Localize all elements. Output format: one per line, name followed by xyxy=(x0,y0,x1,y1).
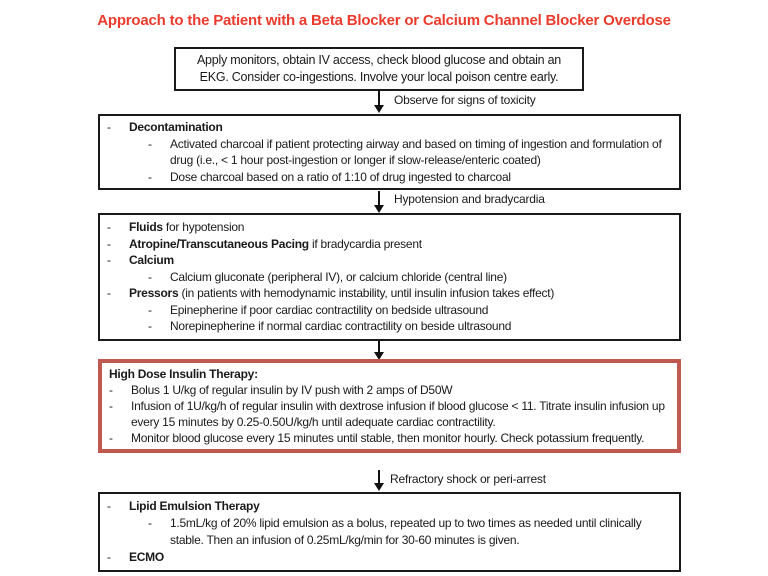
dash-bullet: - xyxy=(148,269,152,284)
dash-bullet: - xyxy=(148,516,152,530)
list-item-norepinepherine: - Norepinepherine if normal cardiac cont… xyxy=(100,318,673,335)
item-text: Monitor blood glucose every 15 minutes u… xyxy=(131,431,645,445)
item-text: Dose charcoal based on a ratio of 1:10 o… xyxy=(170,169,511,184)
dash-bullet: - xyxy=(109,399,113,413)
dash-bullet: - xyxy=(107,253,111,267)
initial-assessment-text: Apply monitors, obtain IV access, check … xyxy=(196,53,562,84)
item-bold-text: Atropine/Transcutaneous Pacing xyxy=(129,236,309,251)
item-text: Infusion of 1U/kg/h of regular insulin w… xyxy=(131,399,665,429)
list-item-lipid-dosing: - 1.5mL/kg of 20% lipid emulsion as a bo… xyxy=(100,515,673,549)
high-dose-insulin-box: High Dose Insulin Therapy: - Bolus 1 U/k… xyxy=(98,359,681,453)
item-bold-text: ECMO xyxy=(129,550,164,564)
list-item-ecmo: - ECMO xyxy=(100,549,673,566)
item-bold-text: Fluids xyxy=(129,220,163,234)
arrow-hypotension-bradycardia xyxy=(374,191,384,213)
insulin-box-heading: High Dose Insulin Therapy: xyxy=(109,367,258,381)
item-text: Activated charcoal if patient protecting… xyxy=(170,136,662,168)
dash-bullet: - xyxy=(148,319,152,333)
item-text: Bolus 1 U/kg of regular insulin by IV pu… xyxy=(131,383,453,397)
list-item-calcium: - Calcium xyxy=(100,252,673,269)
arrow-refractory-shock xyxy=(374,470,384,491)
item-bold-text: Calcium xyxy=(129,253,174,267)
item-bold-text: Pressors xyxy=(129,286,179,300)
dash-bullet: - xyxy=(148,302,152,317)
item-text: ECMO xyxy=(129,549,673,566)
list-item-calcium-gluconate: - Calcium gluconate (peripheral IV), or … xyxy=(100,269,673,286)
item-text: Lipid Emulsion Therapy xyxy=(129,498,673,515)
arrow-label-hypotension-bradycardia: Hypotension and bradycardia xyxy=(394,192,545,206)
dash-bullet: - xyxy=(107,220,111,234)
decontamination-box: - Decontamination - Activated charcoal i… xyxy=(98,114,681,190)
list-item-insulin-bolus: - Bolus 1 U/kg of regular insulin by IV … xyxy=(102,382,671,398)
item-text: Decontamination xyxy=(129,119,673,136)
arrow-observe-toxicity xyxy=(374,90,384,113)
item-text: Pressors (in patients with hemodynamic i… xyxy=(129,285,673,302)
dash-bullet: - xyxy=(107,499,111,513)
dash-bullet: - xyxy=(109,383,113,397)
arrow-label-observe-toxicity: Observe for signs of toxicity xyxy=(394,93,536,107)
item-rest-text: (in patients with hemodynamic instabilit… xyxy=(178,286,555,300)
dash-bullet: - xyxy=(148,169,152,184)
dash-bullet: - xyxy=(107,286,111,300)
rescue-therapies-box: - Lipid Emulsion Therapy - 1.5mL/kg of 2… xyxy=(98,492,681,572)
list-item-atropine-pacing: - Atropine/Transcutaneous Pacing if brad… xyxy=(100,236,673,253)
list-item-pressors: - Pressors (in patients with hemodynamic… xyxy=(100,285,673,302)
item-text: 1.5mL/kg of 20% lipid emulsion as a bolu… xyxy=(170,516,642,547)
list-item-activated-charcoal: - Activated charcoal if patient protecti… xyxy=(100,136,673,169)
item-bold-text: Lipid Emulsion Therapy xyxy=(129,499,260,513)
arrow-label-refractory-shock: Refractory shock or peri-arrest xyxy=(390,472,546,486)
list-item-monitor-glucose: - Monitor blood glucose every 15 minutes… xyxy=(102,430,671,446)
item-text: Calcium xyxy=(129,252,673,269)
arrow-to-insulin-therapy xyxy=(374,341,384,360)
item-text: Calcium gluconate (peripheral IV), or ca… xyxy=(170,269,507,284)
list-item-fluids: - Fluids for hypotension xyxy=(100,219,673,236)
dash-bullet: - xyxy=(107,550,111,564)
item-bold-text: Decontamination xyxy=(129,120,223,134)
item-rest-text: for hypotension xyxy=(162,220,245,234)
dash-bullet: - xyxy=(107,236,111,251)
list-item-dose-charcoal: - Dose charcoal based on a ratio of 1:10… xyxy=(100,169,673,186)
item-text: Epinepherine if poor cardiac contractili… xyxy=(170,302,489,317)
dash-bullet: - xyxy=(107,120,111,134)
list-item-epinepherine: - Epinepherine if poor cardiac contracti… xyxy=(100,302,673,319)
item-text: Atropine/Transcutaneous Pacing if bradyc… xyxy=(129,236,673,253)
item-rest-text: if bradycardia present xyxy=(308,236,422,251)
item-text: Fluids for hypotension xyxy=(129,219,673,236)
list-item-lipid-emulsion: - Lipid Emulsion Therapy xyxy=(100,498,673,515)
page-title: Approach to the Patient with a Beta Bloc… xyxy=(97,12,671,29)
dash-bullet: - xyxy=(148,136,152,151)
item-text: Norepinepherine if normal cardiac contra… xyxy=(170,319,512,333)
list-item-decontamination: - Decontamination xyxy=(100,119,673,136)
hemodynamic-support-box: - Fluids for hypotension - Atropine/Tran… xyxy=(98,213,681,341)
initial-assessment-box: Apply monitors, obtain IV access, check … xyxy=(174,47,584,91)
dash-bullet: - xyxy=(109,431,113,445)
list-item-insulin-infusion: - Infusion of 1U/kg/h of regular insulin… xyxy=(102,398,671,430)
